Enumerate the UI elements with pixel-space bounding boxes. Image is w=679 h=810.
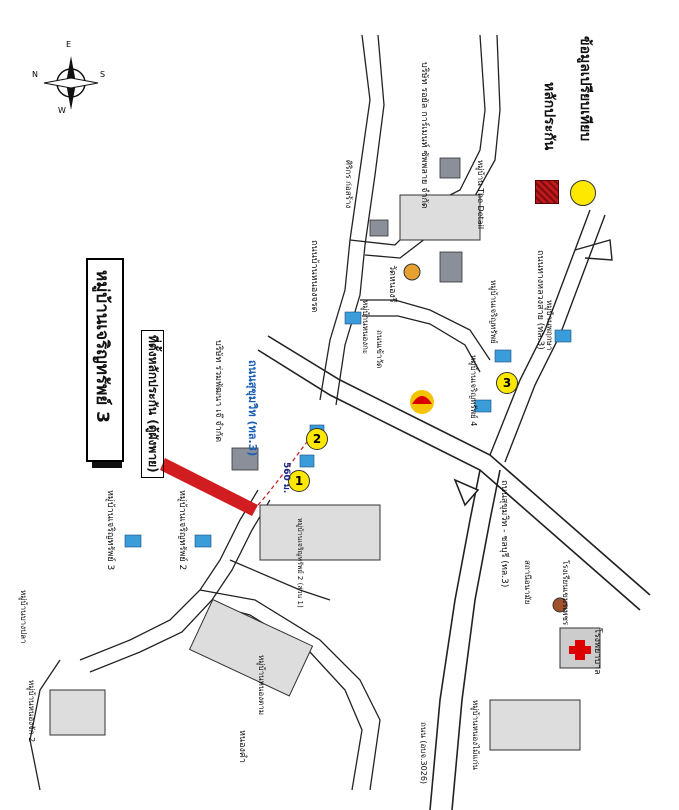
legend-collateral-label: หลักประกัน [541,82,557,151]
label-village-4: หมู่บ้านเจริญทรัพย์ 4 [469,355,478,427]
label-village-charoensap2: หมู่บ้านเจริญทรัพย์ 2 [177,490,187,571]
label-village-bangpla: หมู่บ้านบางปลา [19,590,28,644]
title-box [86,258,124,462]
label-village-nongchak: หมู่บ้านหนองจัก 2 [27,680,36,743]
label-village-12: หมู่บ้านเจริญทรัพย์ 2 (ส่วน 1) [296,518,304,608]
village-blocks [49,194,581,751]
compass-south: S [100,70,106,79]
label-company-top: บริษัท รอยัล การ์เมนท์ ซัพพลาย จำกัด [419,62,429,209]
main-road [257,335,651,810]
label-route-3026: ถนน (อบจ.3026) [419,722,428,785]
comparable-marker-3: 3 [496,372,518,394]
label-chonburi-road: ถนนสุขุมวิท - ชลบุรี (ทล.3) [499,480,509,588]
school-icon [552,597,568,613]
compass: N E S W [32,40,106,118]
house-icons [124,311,572,548]
label-village-pruksa: หมู่บ้านพฤกษา [545,300,554,351]
label-village-nongtam: หมู่บ้านหนองตาม [257,655,266,715]
map-title: หมู่บ้านเจริญทรัพย์ 3 [92,270,112,424]
compass-east: E [66,40,72,49]
legend-collateral-swatch [535,180,559,204]
label-main-road: ถนนสุขุมวิท (ทล.3) [246,360,259,457]
label-wat-road: ถนนเข้าวัด [375,330,384,369]
distance-line [257,424,321,506]
label-village-detail: หมู่บ้าน The Detail [476,160,485,230]
compass-west: W [58,106,66,115]
shell-icon [410,390,434,414]
compass-rose-icon [43,56,99,110]
label-village-nongkra: หมู่บ้านหนองกะ [361,300,370,355]
hospital-icon [559,627,601,669]
comparable-marker-1: 1 [288,470,310,492]
label-ruangsa-road: ถนนบ้านหนองจรด [309,240,319,313]
compass-north: N [32,70,38,79]
label-community: สถานีอนามัย [523,560,532,605]
legend-comparable-label: ข้อมูลเปรียบเทียบ [577,36,593,142]
label-village-nongmaikaew: หมู่บ้านหนองไม้แก่น [471,700,480,770]
label-nongkham: หนองคำ [237,730,247,763]
label-construction: ศิริกร ก่อสร้าง [344,160,353,209]
building-icons [231,157,463,471]
label-wat: วัดหนองรี [387,265,397,303]
map-subtitle: ที่ตั้งหลักประกัน (ตู้ผังพาย) [141,330,164,478]
label-village-charoen: หมู่บ้านเจริญทรัพย์ [489,280,498,344]
distance-label: 560 ม. [281,462,291,494]
temple-icon [403,263,421,281]
comparable-marker-2: 2 [306,428,328,450]
label-school: โรงเรียนเขมรเพชร [561,560,570,626]
collateral-pointer [160,458,258,516]
label-village-charoensap3: หมู่บ้านเจริญทรัพย์ 3 [105,490,115,571]
south-roads [29,489,381,791]
label-hospital: โรงพยาบาล [592,628,602,675]
legend-comparable-swatch [570,180,596,206]
label-company-left: บริษัท ร่วมพัฒนา เจ๊ จำกัด [213,340,223,443]
